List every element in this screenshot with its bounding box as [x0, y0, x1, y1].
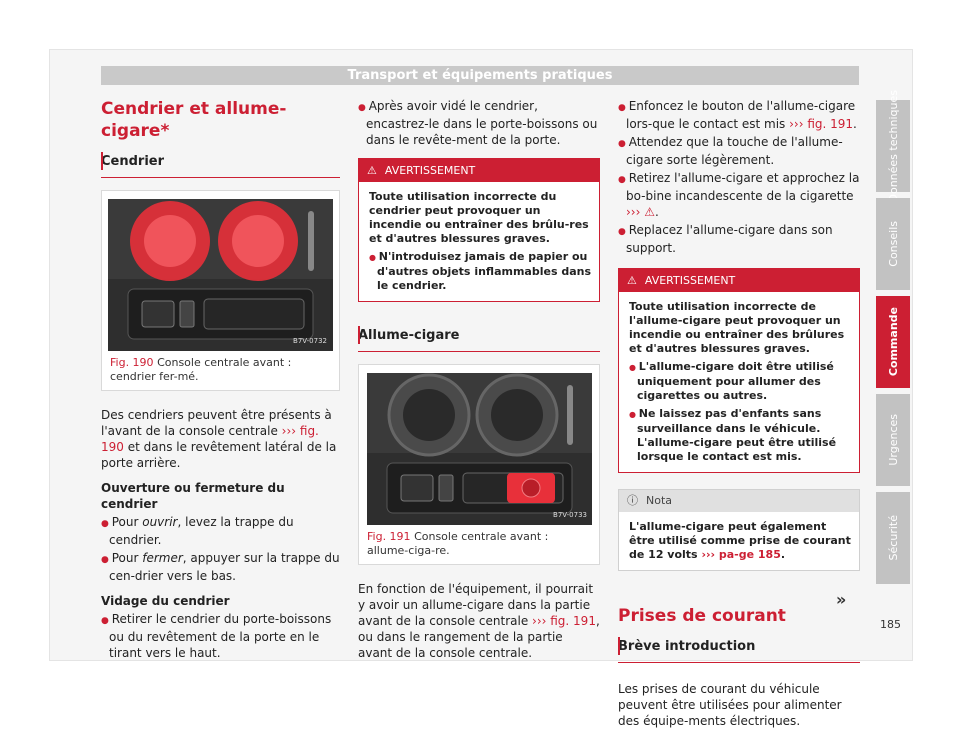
text: Enfoncez le bouton de l'allume-cigare lo… — [626, 99, 856, 131]
figure-code: B7V-0733 — [553, 511, 587, 519]
warning-triangle-icon: ⚠ — [627, 274, 637, 287]
list-item: Replacez l'allume-cigare dans son suppor… — [618, 222, 860, 256]
text: , levez la trappe du cendrier. — [109, 515, 294, 547]
continued-marker: » — [836, 590, 847, 609]
figure-caption: Fig. 190 Console centrale avant : cendri… — [102, 351, 339, 390]
text: Retirez l'allume-cigare et approchez la … — [626, 171, 860, 203]
section-title: Prises de courant — [618, 606, 786, 626]
text: En fonction de l'équipement, il pourrait… — [358, 582, 594, 628]
list-item: Pour fermer, appuyer sur la trappe du ce… — [101, 550, 340, 584]
figure-caption-text: Console centrale avant : allume-ciga-re. — [367, 530, 549, 557]
figure-label: Fig. 190 — [110, 356, 154, 369]
tab-label: Urgences — [886, 414, 900, 466]
paragraph: Les prises de courant du véhicule peuven… — [618, 682, 842, 728]
text: Des cendriers peuvent être présents à l'… — [101, 408, 332, 438]
paragraph: En fonction de l'équipement, il pourrait… — [358, 581, 600, 661]
warning-item: N'introduisez jamais de papier ou d'autr… — [369, 250, 591, 293]
warning-body: Toute utilisation incorrecte de l'allume… — [619, 292, 859, 472]
warning-item: L'allume-cigare doit être utilisé unique… — [629, 360, 851, 403]
text: Pour — [111, 515, 143, 529]
warning-triangle-icon: ⚠ — [367, 164, 377, 177]
warning-box: ⚠ AVERTISSEMENT Toute utilisation incorr… — [618, 268, 860, 473]
subsection-heading: Allume-cigare — [358, 326, 600, 352]
page-number: 185 — [880, 618, 901, 631]
note-box: ⓘ Nota L'allume-cigare peut également êt… — [618, 489, 860, 571]
emphasis: fermer — [142, 551, 183, 565]
text: et dans le revêtement latéral de la port… — [101, 440, 337, 470]
text: Pour — [111, 551, 143, 565]
paragraph-heading: Vidage du cendrier — [101, 594, 230, 608]
column-2: Après avoir vidé le cendrier, encastrez-… — [358, 98, 600, 661]
warning-label: AVERTISSEMENT — [384, 164, 476, 177]
warning-triangle-icon: ⚠ — [644, 205, 655, 219]
subsection-heading-text: Cendrier — [101, 154, 165, 169]
list-item: Enfoncez le bouton de l'allume-cigare lo… — [618, 98, 860, 132]
warning-text: Toute utilisation incorrecte du cendrier… — [369, 190, 589, 245]
list-item: Retirez l'allume-cigare et approchez la … — [618, 170, 860, 220]
text: , ou dans le rangement de la partie avan… — [358, 614, 600, 660]
ashtray-photo — [108, 199, 333, 351]
tab-donnees-techniques[interactable]: Données techniques — [876, 90, 910, 202]
figure-reference-link[interactable]: ››› fig. 190 — [101, 424, 319, 454]
subsection-heading: Brève introduction — [618, 637, 860, 663]
warning-reference-link[interactable]: ››› — [626, 205, 641, 219]
warning-text: Toute utilisation incorrecte de l'allume… — [629, 300, 845, 355]
section-title: Cendrier et allume-cigare* — [101, 99, 287, 141]
paragraph-heading: Ouverture ou fermeture du cendrier — [101, 481, 285, 511]
warning-box: ⚠ AVERTISSEMENT Toute utilisation incorr… — [358, 158, 600, 302]
warning-label: AVERTISSEMENT — [644, 274, 736, 287]
note-label: Nota — [646, 494, 673, 507]
text: , appuyer sur la trappe du cen-drier ver… — [109, 551, 340, 583]
tab-label: Données techniques — [886, 89, 900, 203]
warning-header: ⚠ AVERTISSEMENT — [359, 160, 599, 182]
text: . — [853, 117, 857, 131]
figure-caption: Fig. 191 Console centrale avant : allume… — [359, 525, 599, 564]
figure-label: Fig. 191 — [367, 530, 411, 543]
note-body: L'allume-cigare peut également être util… — [619, 512, 859, 570]
subsection-heading-text: Allume-cigare — [358, 328, 460, 343]
column-3: Enfoncez le bouton de l'allume-cigare lo… — [618, 98, 860, 729]
emphasis: ouvrir — [142, 515, 178, 529]
text: . — [655, 205, 659, 219]
list-item: Pour ouvrir, levez la trappe du cendrier… — [101, 514, 340, 548]
list-item: Retirer le cendrier du porte-boissons ou… — [101, 611, 340, 661]
chapter-header: Transport et équipements pratiques — [101, 66, 859, 85]
figure-reference-link[interactable]: ››› fig. 191 — [789, 117, 854, 131]
cigarette-lighter-photo — [366, 373, 592, 525]
figure-code: B7V-0732 — [293, 337, 327, 345]
tab-label: Commande — [886, 307, 900, 377]
paragraph: Des cendriers peuvent être présents à l'… — [101, 407, 340, 471]
text: L'allume-cigare peut également être util… — [629, 520, 851, 561]
figure-190: B7V-0732 Fig. 190 Console centrale avant… — [101, 190, 340, 391]
page-reference-link[interactable]: ››› pa-ge 185 — [701, 548, 781, 561]
tab-conseils[interactable]: Conseils — [876, 198, 910, 290]
tab-urgences[interactable]: Urgences — [876, 394, 910, 486]
subsection-heading-text: Brève introduction — [618, 639, 756, 654]
subsection-heading: Cendrier — [101, 152, 340, 178]
warning-header: ⚠ AVERTISSEMENT — [619, 270, 859, 292]
list-item: Après avoir vidé le cendrier, encastrez-… — [358, 98, 600, 148]
tab-commande[interactable]: Commande — [876, 296, 910, 388]
tab-securite[interactable]: Sécurité — [876, 492, 910, 584]
warning-body: Toute utilisation incorrecte du cendrier… — [359, 182, 599, 301]
info-icon: ⓘ — [627, 494, 638, 507]
figure-191: B7V-0733 Fig. 191 Console centrale avant… — [358, 364, 600, 565]
list-item: Attendez que la touche de l'allume-cigar… — [618, 134, 860, 168]
column-1: Cendrier et allume-cigare* Cendrier B7V-… — [101, 98, 340, 661]
note-header: ⓘ Nota — [619, 490, 859, 512]
figure-reference-link[interactable]: ››› fig. 191 — [532, 614, 596, 628]
figure-caption-text: Console centrale avant : cendrier fer-mé… — [110, 356, 292, 383]
warning-item: Ne laissez pas d'enfants sans surveillan… — [629, 407, 851, 464]
text: . — [780, 548, 786, 561]
tab-label: Sécurité — [886, 515, 900, 561]
tab-label: Conseils — [886, 221, 900, 267]
